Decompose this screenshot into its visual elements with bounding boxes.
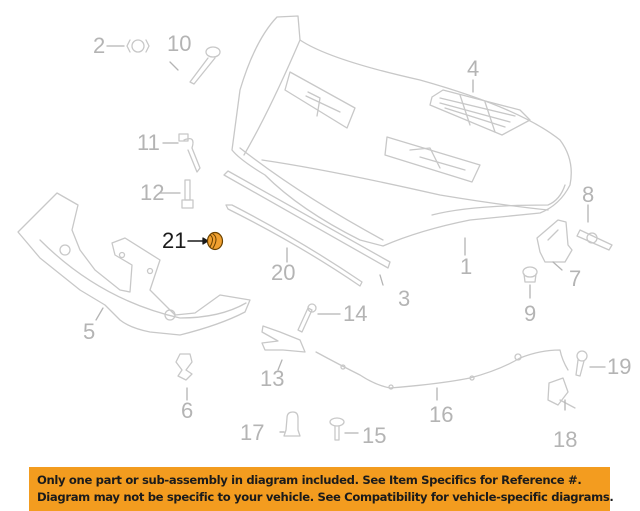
callout-6: 6 [181, 398, 194, 423]
nut-part-9 [522, 266, 538, 283]
callout-4: 4 [467, 56, 480, 81]
stop-part-15 [329, 417, 345, 441]
cowl-grille-part-4 [429, 89, 531, 136]
latch-part-13 [261, 325, 306, 353]
callout-11: 11 [137, 130, 160, 155]
callout-19: 19 [607, 354, 632, 379]
callout-17: 17 [240, 420, 265, 445]
callout-12: 12 [140, 180, 165, 205]
hood-seal-part-20 [223, 170, 391, 287]
rod-clip-part-11 [178, 133, 201, 173]
callout-9: 9 [524, 301, 537, 326]
callout-3: 3 [398, 286, 411, 311]
hood-panel-part-1 [231, 15, 572, 247]
bumper-part-17 [283, 411, 301, 437]
callout-5: 5 [83, 319, 96, 344]
disclaimer-line-2: Diagram may not be specific to your vehi… [37, 490, 614, 504]
callout-8: 8 [582, 182, 595, 207]
callout-2: 2 [93, 33, 106, 58]
hinge-part-7 [536, 219, 573, 263]
bolt-part-19 [575, 350, 588, 377]
callout-16: 16 [429, 402, 454, 427]
release-handle-part-18 [547, 377, 576, 409]
disclaimer-line-1: Only one part or sub-assembly in diagram… [37, 473, 582, 487]
release-cable-part-16 [315, 349, 569, 390]
callout-14: 14 [343, 301, 368, 326]
callout-15: 15 [362, 423, 387, 448]
bolt-part-8 [576, 229, 613, 251]
callout-1: 1 [460, 254, 473, 279]
parts-diagram: 2 10 4 11 12 21 8 1 20 7 3 9 5 14 13 19 … [17, 15, 632, 452]
callout-20: 20 [271, 260, 296, 285]
support-panel-part-5 [17, 192, 251, 336]
disclaimer-banner: Only one part or sub-assembly in diagram… [29, 467, 614, 511]
callout-7: 7 [569, 266, 582, 291]
callout-10: 10 [167, 31, 192, 56]
retainer-part-6 [175, 353, 193, 381]
callout-21[interactable]: 21 [162, 228, 187, 253]
highlighted-part-21[interactable] [187, 231, 224, 251]
callout-18: 18 [553, 427, 578, 452]
clip-part-2 [126, 39, 150, 53]
callout-13: 13 [260, 366, 285, 391]
bolt-part-12 [181, 179, 194, 209]
leader-arrows [95, 45, 606, 434]
bolt-part-14 [297, 303, 317, 333]
pad-part-10 [189, 46, 221, 85]
